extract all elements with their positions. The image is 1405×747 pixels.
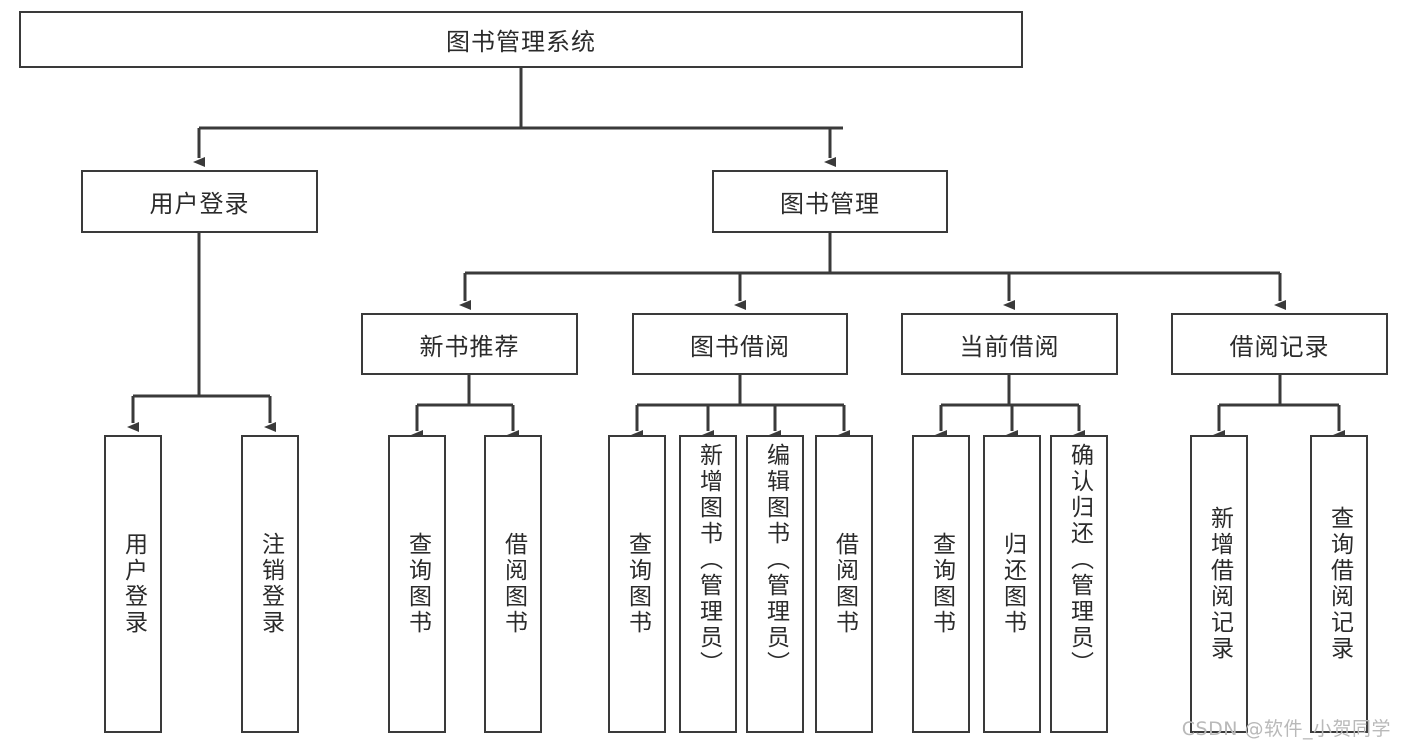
leaf-query-borrow-record-label: 查询借阅记录 [1326,506,1353,662]
node-book-borrow-label: 图书借阅 [690,332,790,361]
node-book-management[interactable]: 图书管理 [712,170,948,233]
leaf-confirm-return-admin[interactable]: 确认归还（管理员） [1050,435,1108,733]
leaf-edit-book-admin-label: 编辑图书（管理员） [762,443,789,677]
node-borrow-records[interactable]: 借阅记录 [1171,313,1388,375]
watermark-text: CSDN @软件_小贺同学 [1181,718,1391,740]
node-current-borrow-label: 当前借阅 [959,332,1060,361]
node-book-management-label: 图书管理 [780,190,880,218]
node-current-borrow[interactable]: 当前借阅 [901,313,1118,375]
leaf-query-borrow-record[interactable]: 查询借阅记录 [1310,435,1368,733]
leaf-borrow-query-book-label: 查询图书 [624,532,651,636]
leaf-add-book-admin-label: 新增图书（管理员） [695,443,722,677]
node-book-borrow[interactable]: 图书借阅 [632,313,848,375]
leaf-return-book-label: 归还图书 [999,532,1026,636]
leaf-user-login-label: 用户登录 [120,532,147,636]
leaf-newbook-borrow-book[interactable]: 借阅图书 [484,435,542,733]
leaf-add-borrow-record-label: 新增借阅记录 [1206,506,1233,662]
leaf-logout-label: 注销登录 [257,532,284,636]
node-root-label: 图书管理系统 [446,28,596,56]
leaf-borrow-book[interactable]: 借阅图书 [815,435,873,733]
node-borrow-records-label: 借阅记录 [1229,332,1330,361]
leaf-newbook-borrow-book-label: 借阅图书 [500,532,527,636]
leaf-confirm-return-admin-label: 确认归还（管理员） [1066,443,1093,677]
leaf-add-book-admin[interactable]: 新增图书（管理员） [679,435,737,733]
leaf-add-borrow-record[interactable]: 新增借阅记录 [1190,435,1248,733]
leaf-edit-book-admin[interactable]: 编辑图书（管理员） [746,435,804,733]
leaf-user-login[interactable]: 用户登录 [104,435,162,733]
node-new-book-recommend-label: 新书推荐 [419,332,520,361]
leaf-borrow-book-label: 借阅图书 [831,532,858,636]
leaf-current-query-book[interactable]: 查询图书 [912,435,970,733]
node-root[interactable]: 图书管理系统 [19,11,1023,68]
leaf-newbook-query-book-label: 查询图书 [404,532,431,636]
node-new-book-recommend[interactable]: 新书推荐 [361,313,578,375]
node-user-login[interactable]: 用户登录 [81,170,318,233]
leaf-borrow-query-book[interactable]: 查询图书 [608,435,666,733]
leaf-return-book[interactable]: 归还图书 [983,435,1041,733]
leaf-newbook-query-book[interactable]: 查询图书 [388,435,446,733]
leaf-current-query-book-label: 查询图书 [928,532,955,636]
leaf-logout[interactable]: 注销登录 [241,435,299,733]
node-user-login-label: 用户登录 [149,190,250,218]
